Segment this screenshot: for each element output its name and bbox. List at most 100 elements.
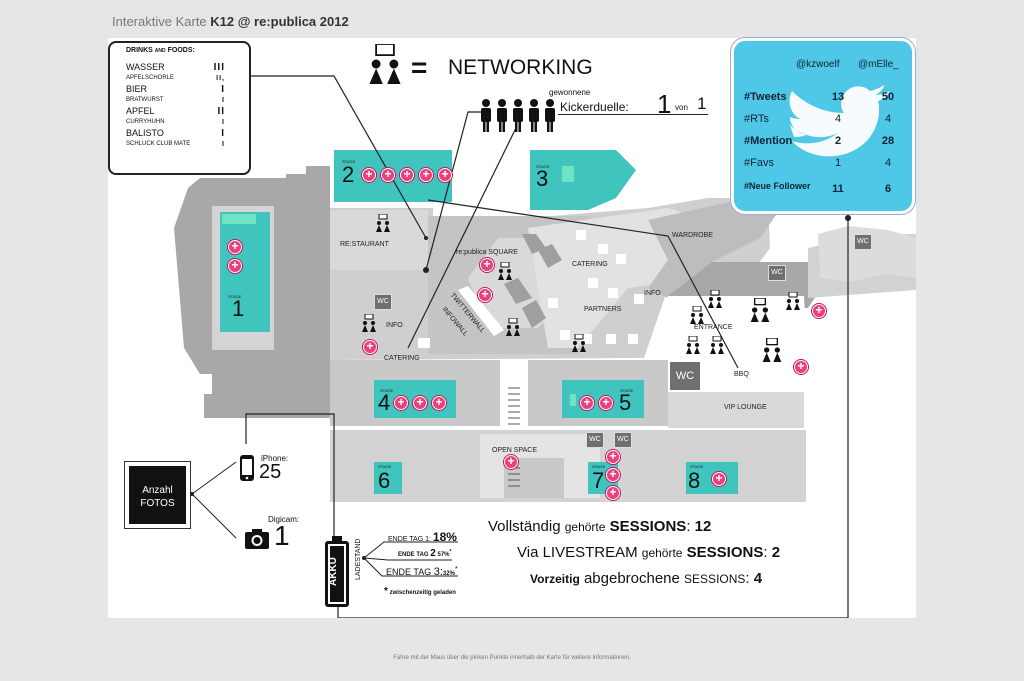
info-pin[interactable]: + — [438, 168, 452, 182]
battery-day-num: 1: — [425, 536, 431, 543]
drink-tally: I — [222, 119, 225, 126]
battery-day-prefix: ENDE — [388, 536, 408, 543]
drink-label: APFEL — [126, 106, 155, 116]
info-pin[interactable]: + — [599, 396, 613, 410]
twitter-value: 4 — [884, 157, 892, 169]
drinks-header-b: AND — [154, 48, 166, 54]
catering-block — [634, 294, 644, 304]
info-pin[interactable]: + — [478, 288, 492, 302]
info-pin[interactable]: + — [419, 168, 433, 182]
kicker-players-icon — [481, 99, 555, 132]
info-block — [418, 338, 430, 348]
networking-legend-icon — [369, 44, 401, 84]
stage-caption: STAGE — [592, 464, 606, 469]
stage-caption: STAGE — [378, 464, 392, 469]
wardrobe-corridor — [648, 198, 778, 298]
battery-branch-lines — [362, 541, 458, 577]
networking-icon — [506, 318, 520, 336]
twitter-value: 13 — [831, 91, 845, 103]
drink-row: WASSER III — [126, 62, 249, 73]
title-brand: K12 @ re:publica 2012 — [210, 14, 349, 29]
battery-note-text: zwischenzeitig geladen — [389, 590, 456, 596]
stage-3-area — [530, 150, 636, 210]
twitter-row-label: #RTs — [744, 113, 769, 125]
info-pin[interactable]: + — [400, 168, 414, 182]
info-label-west: INFO — [386, 322, 403, 329]
drink-tally: II — [217, 106, 225, 117]
drink-tally: III — [213, 62, 225, 73]
kicker-line-2 — [407, 127, 517, 349]
info-pin[interactable]: + — [228, 259, 242, 273]
info-pin[interactable]: + — [606, 468, 620, 482]
info-pin[interactable]: + — [580, 396, 594, 410]
stage-3-highlight — [562, 166, 574, 182]
restaurant-label: RE:STAURANT — [340, 241, 389, 248]
info-pin[interactable]: + — [432, 396, 446, 410]
info-pin[interactable]: + — [712, 472, 726, 486]
drink-tally: I — [222, 141, 225, 148]
stage-1-area — [220, 212, 270, 332]
kicker-von: von — [675, 103, 688, 112]
battery-day-prefix: ENDE — [398, 552, 415, 558]
wc-marker: WC — [614, 432, 632, 448]
stage-1-label: 1 — [232, 296, 245, 321]
info-pin[interactable]: + — [363, 340, 377, 354]
stage-caption: STAGE — [536, 164, 550, 169]
kicker-dot — [423, 267, 429, 273]
page-title: Interaktive Karte K12 @ re:publica 2012 — [112, 14, 349, 29]
battery-note: * zwischenzeitig geladen — [384, 586, 456, 597]
kicker-underline — [558, 114, 708, 115]
sessions-text: gehörte — [641, 546, 683, 560]
wardrobe-label: WARDROBE — [672, 232, 713, 239]
twitter-row-label: #Neue Follower — [744, 181, 811, 191]
twitter-row-label: #Favs — [744, 157, 774, 169]
info-pin[interactable]: + — [812, 304, 826, 318]
drink-label: BRATWURST — [126, 97, 164, 103]
stage-5-highlight — [570, 394, 576, 406]
info-pin[interactable]: + — [606, 450, 620, 464]
battery-note-star: * — [384, 586, 388, 597]
twitter-row: #Mention 2 28 — [744, 135, 904, 147]
info-pin[interactable]: + — [606, 486, 620, 500]
info-pin[interactable]: + — [228, 240, 242, 254]
battery-day-3: ENDE TAG 3:32%* — [386, 564, 458, 578]
stage-5-label: 5 — [619, 390, 632, 415]
drink-tally: I — [221, 84, 225, 95]
restaurant-area — [330, 210, 428, 270]
info-pin[interactable]: + — [362, 168, 376, 182]
networking-label: NETWORKING — [448, 56, 593, 79]
drink-label: WASSER — [126, 62, 165, 72]
open-space-label: OPEN SPACE — [492, 447, 537, 454]
wc-marker: WC — [586, 432, 604, 448]
twitter-value: 2 — [834, 135, 842, 147]
info-label: INFO — [644, 290, 661, 297]
sessions-text: gehörte — [564, 520, 606, 534]
drink-label: BIER — [126, 84, 148, 94]
info-pin[interactable]: + — [480, 258, 494, 272]
info-pin[interactable]: + — [394, 396, 408, 410]
info-pin[interactable]: + — [504, 455, 518, 469]
drinks-line — [250, 75, 427, 239]
twitter-value: 6 — [884, 183, 892, 195]
drink-row: SCHLUCK CLUB MATE I — [126, 139, 249, 150]
square-block — [522, 234, 546, 254]
twitter-row-label: #Mention — [744, 135, 793, 147]
networking-icon — [762, 338, 782, 362]
sessions-text: Via LIVESTREAM — [517, 544, 638, 561]
battery-day-value: 32% — [442, 571, 455, 577]
info-pin[interactable]: + — [381, 168, 395, 182]
drink-label: SCHLUCK CLUB MATE — [126, 141, 191, 147]
twitter-value: 28 — [881, 135, 895, 147]
sessions-value: 12 — [694, 518, 712, 535]
drink-row: APFEL II — [126, 106, 249, 117]
info-pin[interactable]: + — [413, 396, 427, 410]
sessions-text: SESSIONS — [684, 572, 746, 586]
networking-icon — [362, 314, 376, 332]
info-pin[interactable]: + — [794, 360, 808, 374]
catering-block — [588, 278, 598, 288]
